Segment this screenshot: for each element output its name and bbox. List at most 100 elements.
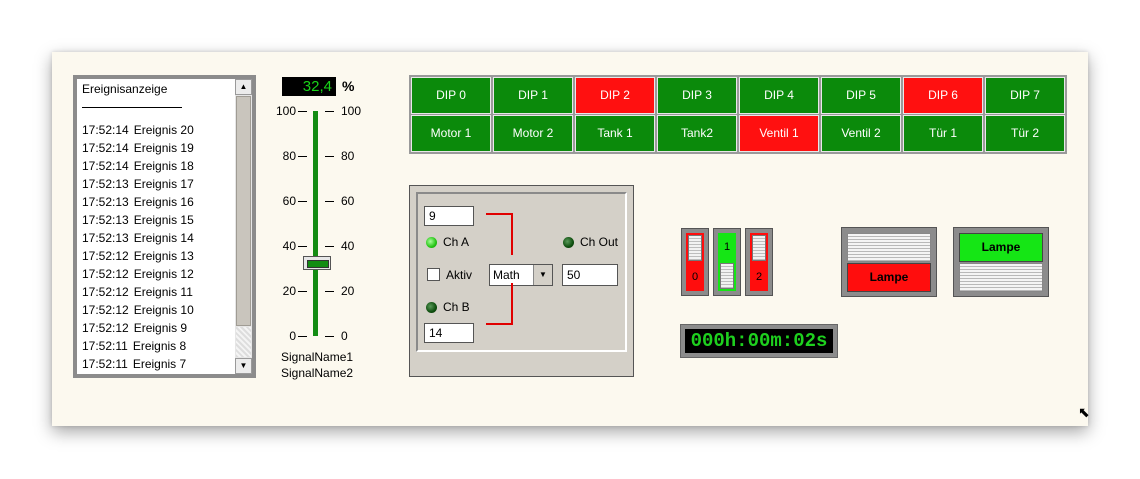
toggle-switch-label: 0 (691, 271, 699, 283)
input-a-field[interactable]: 9 (424, 206, 474, 226)
lamp-indicator[interactable]: Lampe (953, 227, 1049, 297)
signal-name-1: SignalName1 (281, 350, 354, 364)
signal-name-2: SignalName2 (281, 366, 354, 380)
device-cell[interactable]: Tank2 (657, 115, 737, 152)
chevron-down-icon[interactable]: ▼ (533, 265, 552, 285)
device-cell[interactable]: Tank 1 (575, 115, 655, 152)
device-cell[interactable]: Motor 2 (493, 115, 573, 152)
lamp-label: Lampe (847, 263, 931, 292)
lamp-label: Lampe (959, 233, 1043, 262)
event-name: Ereignis 11 (133, 285, 193, 299)
event-name: Ereignis 17 (133, 177, 194, 191)
event-name: Ereignis 15 (133, 213, 194, 227)
slider-unit: % (342, 78, 355, 94)
scale-label-right: 100 (341, 104, 362, 118)
math-operation-select[interactable]: Math ▼ (489, 264, 553, 286)
scroll-up-button[interactable]: ▲ (235, 79, 252, 95)
dip-cell[interactable]: DIP 3 (657, 77, 737, 114)
scale-label-left: 0 (289, 329, 296, 343)
scroll-down-button[interactable]: ▼ (235, 358, 252, 374)
toggle-switch-1[interactable]: 1 (713, 228, 741, 296)
scale-label-right: 20 (341, 284, 355, 298)
ch-b-label: Ch B (443, 300, 470, 314)
scale-label-left: 20 (282, 284, 296, 298)
ch-a-label: Ch A (443, 235, 470, 249)
scale-tick (325, 111, 334, 112)
scale-label-right: 40 (341, 239, 355, 253)
scale-tick (298, 291, 307, 292)
toggle-switch-knob[interactable] (688, 235, 702, 261)
event-list-scrollbar[interactable]: ▲ ▼ (235, 79, 252, 374)
slider-handle[interactable] (303, 256, 331, 271)
aktiv-checkbox[interactable] (427, 268, 440, 281)
dip-cell[interactable]: DIP 7 (985, 77, 1065, 114)
event-name: Ereignis 12 (133, 267, 194, 281)
dip-cell[interactable]: DIP 2 (575, 77, 655, 114)
event-name: Ereignis 9 (133, 321, 188, 335)
lamp-indicator[interactable]: Lampe (841, 227, 937, 297)
toggle-switch-label: 1 (723, 241, 731, 253)
slider-handle-grip (307, 260, 329, 269)
scale-label-right: 60 (341, 194, 355, 208)
event-list-item[interactable]: 17:52:13 Ereignis 14 (82, 229, 194, 247)
output-field[interactable]: 50 (562, 264, 618, 286)
wire-b-horizontal (486, 323, 512, 325)
device-cell[interactable]: Tür 2 (985, 115, 1065, 152)
input-b-field[interactable]: 14 (424, 323, 474, 343)
toggle-switch-2[interactable]: 2 (745, 228, 773, 296)
event-name: Ereignis 16 (133, 195, 194, 209)
scroll-track[interactable] (236, 327, 251, 357)
event-time: 17:52:14 (82, 141, 129, 155)
scroll-thumb[interactable] (236, 96, 251, 326)
event-list-separator (82, 107, 182, 108)
dip-cell[interactable]: DIP 4 (739, 77, 819, 114)
scale-label-left: 100 (275, 104, 296, 118)
toggle-switch-slot: 0 (686, 233, 704, 291)
toggle-switch-0[interactable]: 0 (681, 228, 709, 296)
dip-cell[interactable]: DIP 5 (821, 77, 901, 114)
event-time: 17:52:13 (82, 231, 129, 245)
dip-cell[interactable]: DIP 6 (903, 77, 983, 114)
timer-value: 000h:00m:02s (685, 329, 833, 353)
ch-out-led (563, 237, 574, 248)
slider-value-display: 32,4 (282, 77, 336, 96)
toggle-switch-slot: 2 (750, 233, 768, 291)
dip-cell[interactable]: DIP 0 (411, 77, 491, 114)
device-cell[interactable]: Ventil 1 (739, 115, 819, 152)
toggle-switch-knob[interactable] (752, 235, 766, 261)
dip-cell[interactable]: DIP 1 (493, 77, 573, 114)
scale-tick (298, 336, 307, 337)
event-name: Ereignis 14 (133, 231, 194, 245)
scale-tick (325, 201, 334, 202)
ch-out-label: Ch Out (580, 235, 619, 249)
math-operation-value: Math (493, 268, 520, 282)
event-time: 17:52:12 (82, 285, 129, 299)
scale-tick (325, 291, 334, 292)
scale-tick (325, 336, 334, 337)
event-list-title: Ereignisanzeige (82, 82, 168, 96)
toggle-switch-knob[interactable] (720, 263, 734, 289)
device-cell[interactable]: Motor 1 (411, 115, 491, 152)
event-time: 17:52:12 (82, 321, 129, 335)
lamp-off-segment (847, 233, 931, 262)
device-cell[interactable]: Tür 1 (903, 115, 983, 152)
scale-tick (298, 201, 307, 202)
slider-track[interactable] (313, 111, 318, 336)
device-cell[interactable]: Ventil 2 (821, 115, 901, 152)
event-list-item[interactable]: 17:52:12 Ereignis 11 (82, 283, 193, 301)
event-list-item[interactable]: 17:52:12 Ereignis 9 (82, 319, 187, 337)
wire-a-horizontal (486, 213, 512, 215)
scale-label-left: 60 (282, 194, 296, 208)
